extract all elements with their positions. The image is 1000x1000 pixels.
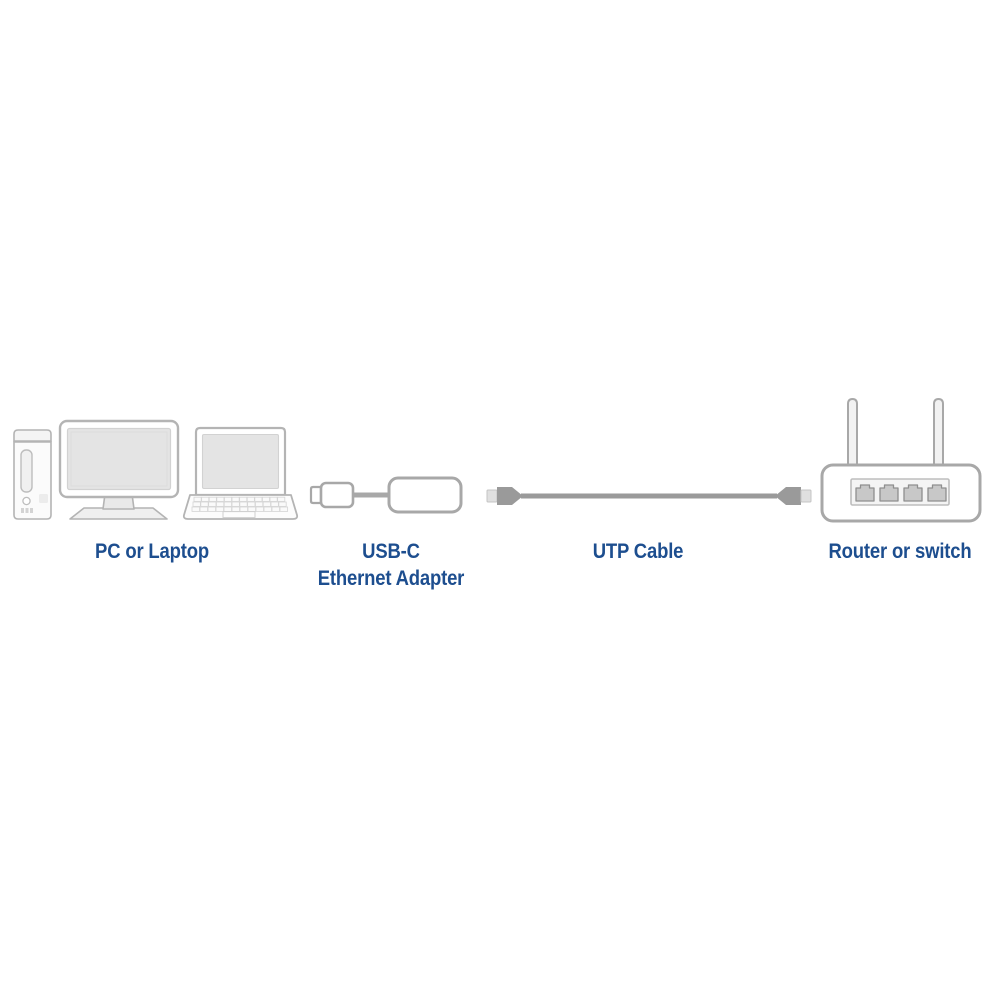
power-button-icon: [22, 496, 31, 506]
label-line: PC or Laptop: [95, 540, 209, 563]
label-pc-or-laptop: PC or Laptop: [64, 538, 240, 565]
antenna-left-icon: [847, 398, 858, 470]
laptop-screen-icon: [201, 433, 280, 490]
desktop-tower-icon: [13, 429, 52, 520]
label-line: UTP Cable: [592, 540, 684, 563]
router-port-panel-icon: [850, 478, 950, 506]
label-line: Router or switch: [828, 540, 972, 563]
rj45-port-icon: [855, 484, 875, 502]
rj45-plug-right-icon: [775, 487, 801, 505]
rj45-port-icon: [879, 484, 899, 502]
label-line: Ethernet Adapter: [317, 567, 465, 590]
usb-c-ethernet-adapter-icon-group: [309, 476, 463, 514]
label-router-or-switch: Router or switch: [812, 538, 988, 565]
rj45-port-icon: [927, 484, 947, 502]
monitor-icon: [58, 419, 180, 520]
monitor-screen-icon: [66, 427, 172, 491]
label-line: USB-C: [362, 540, 420, 563]
laptop-icon: [182, 426, 299, 520]
adapter-cable-icon: [353, 492, 391, 498]
rj45-port-icon: [903, 484, 923, 502]
label-usb-c-ethernet-adapter: USB-C Ethernet Adapter: [307, 538, 476, 592]
label-utp-cable: UTP Cable: [552, 538, 724, 565]
rj45-plug-left-icon: [497, 487, 523, 505]
rj45-plug-right-tip-icon: [800, 489, 812, 503]
laptop-keyboard-icon: [191, 496, 289, 512]
laptop-trackpad-icon: [222, 511, 256, 519]
usb-c-plug-icon: [319, 481, 355, 509]
optical-drive-slot-icon: [20, 449, 33, 493]
usb-c-plug-tip-icon: [309, 485, 323, 505]
utp-cable-icon-group: [486, 487, 812, 505]
monitor-base-icon: [69, 507, 168, 520]
antenna-right-icon: [933, 398, 944, 470]
router-or-switch-icon-group: [820, 398, 982, 523]
utp-cable-wire-icon: [521, 493, 777, 499]
rj45-plug-left-tip-icon: [486, 489, 498, 503]
pc-or-laptop-icon-group: [13, 419, 299, 520]
adapter-body-icon: [387, 476, 463, 514]
